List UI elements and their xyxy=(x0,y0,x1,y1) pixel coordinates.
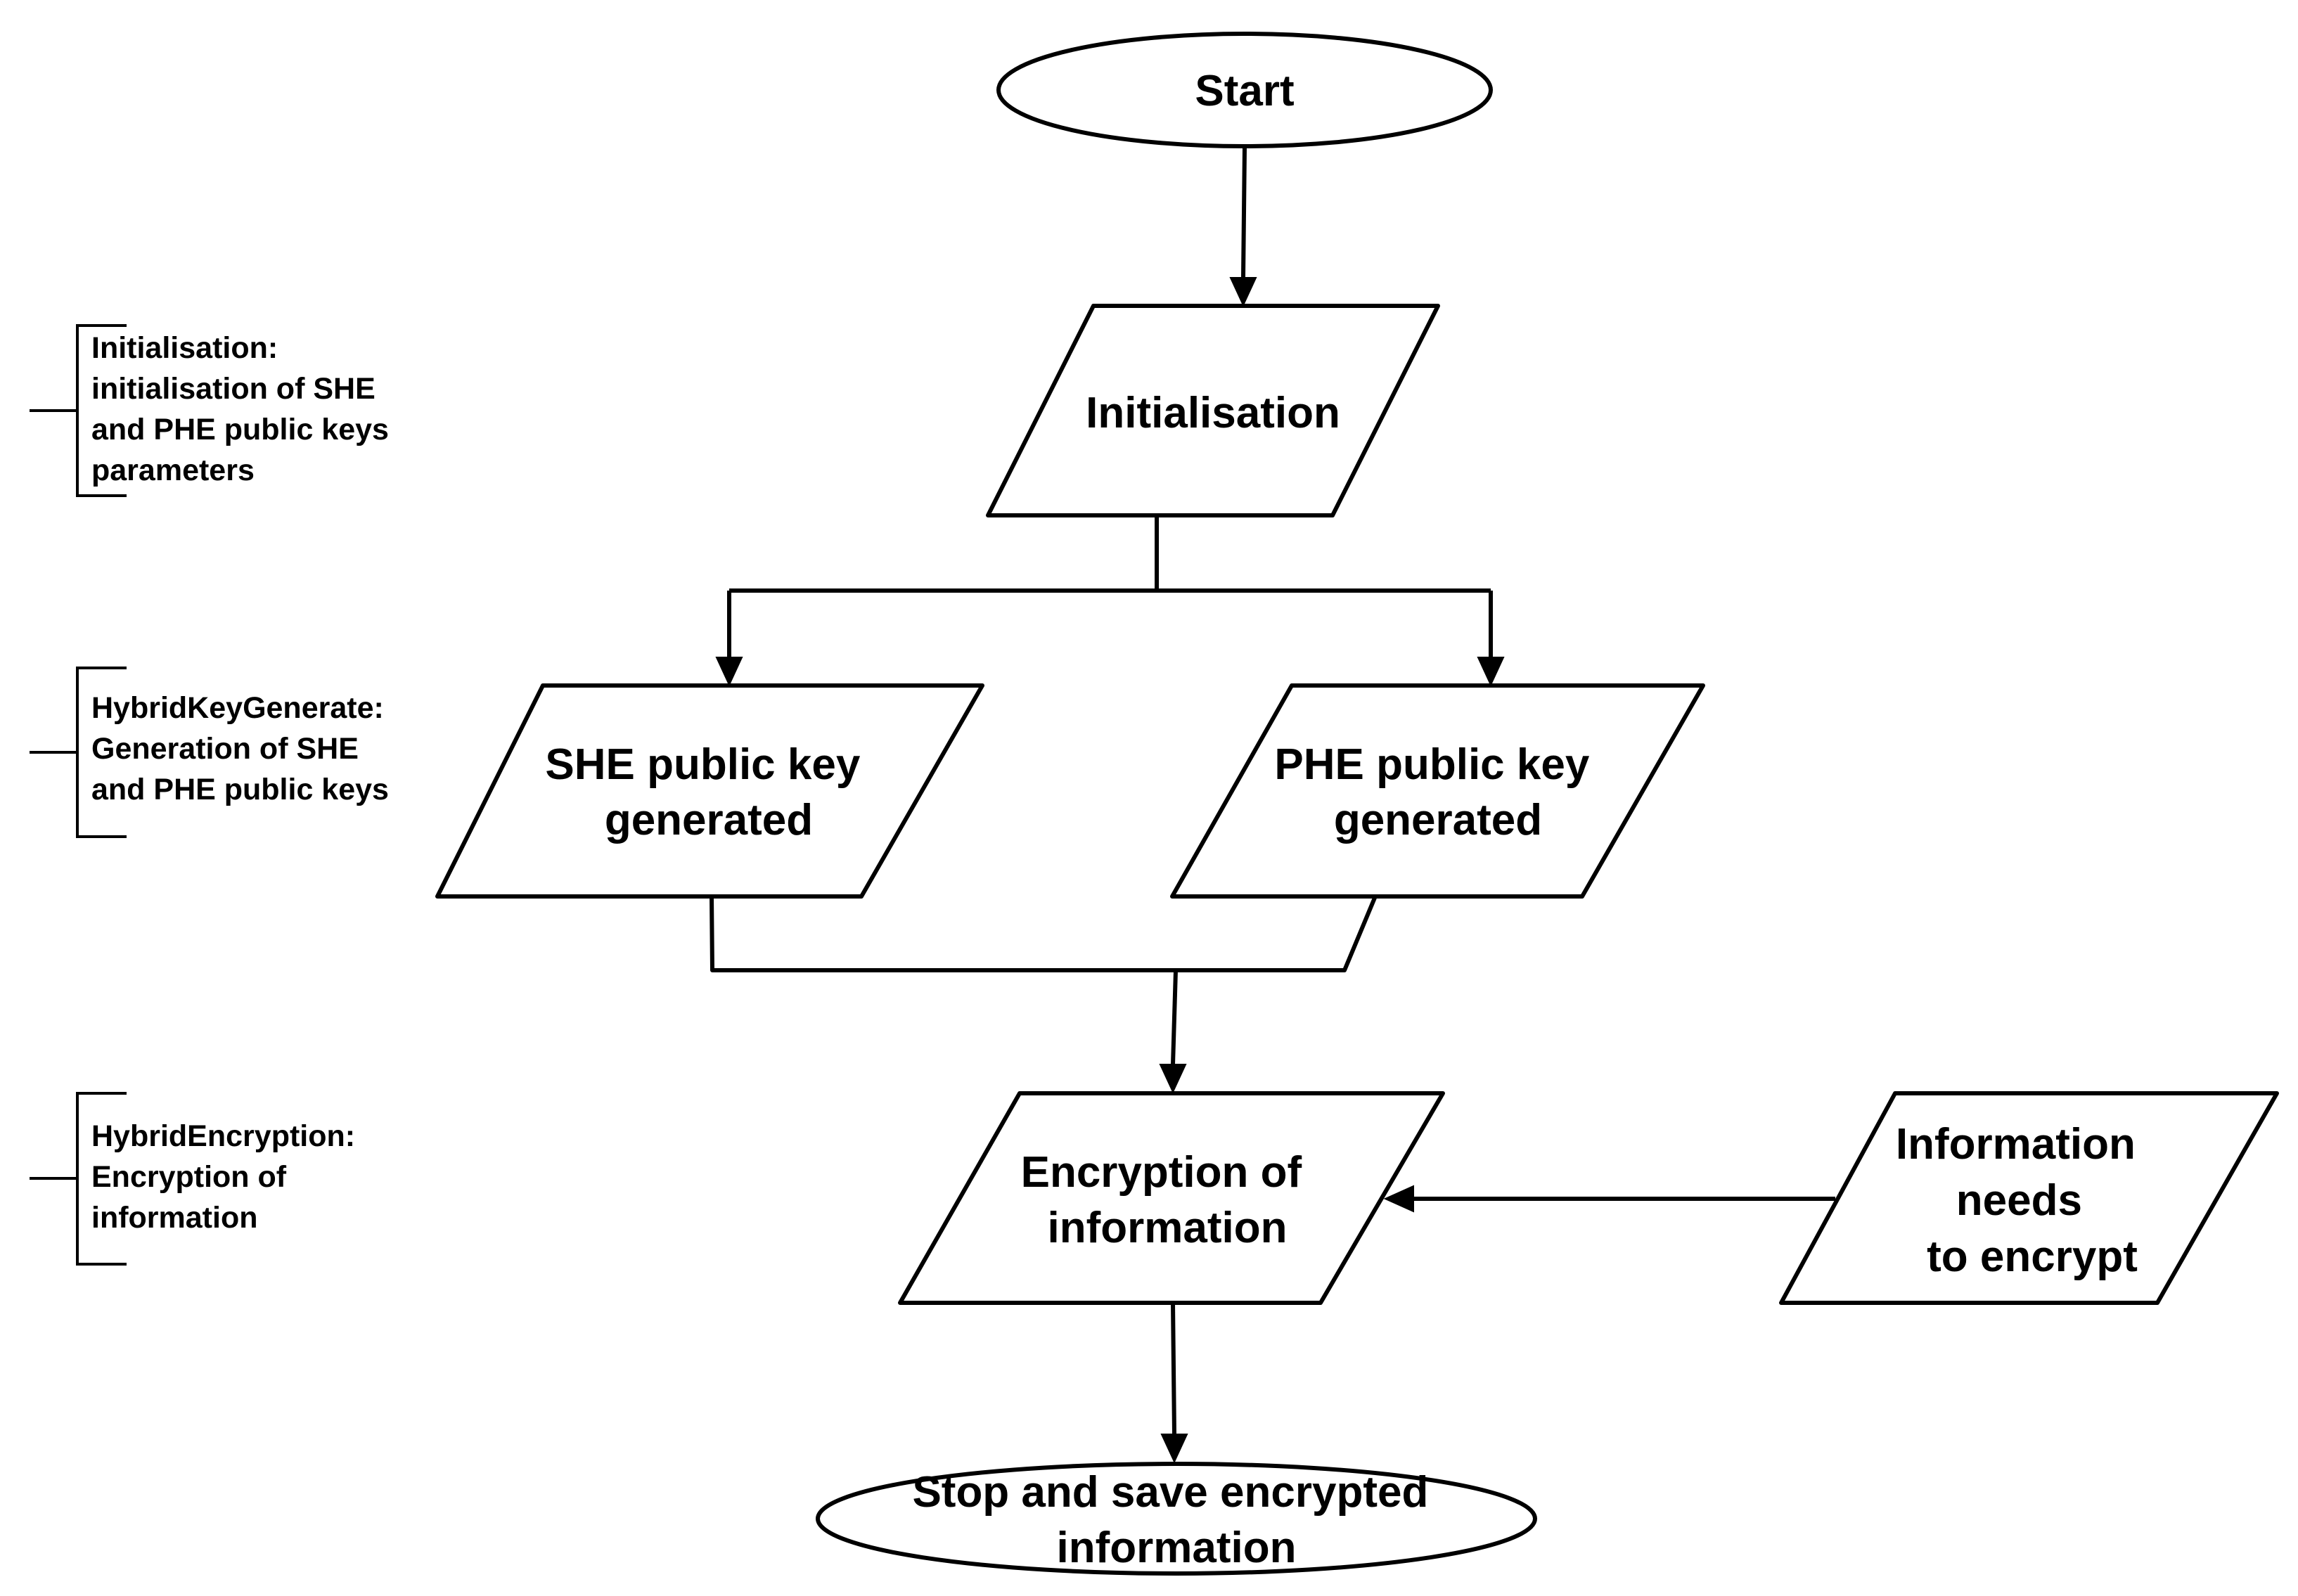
annotation-initialisation-text: Initialisation: initialisation of SHE an… xyxy=(91,331,397,487)
io-shape-information xyxy=(1779,1091,2279,1305)
annotation-encryption: HybridEncryption: Encryption of informat… xyxy=(30,1092,364,1266)
arrowhead-init xyxy=(1229,277,1257,307)
node-stop-label: Stop and save encrypted information xyxy=(912,1468,1440,1572)
io-shape-she-key xyxy=(435,683,984,899)
edge-merge xyxy=(710,896,1377,972)
annotation-keygen: HybridKeyGenerate: Generation of SHE and… xyxy=(30,667,392,838)
arrowhead-stop xyxy=(1160,1434,1188,1464)
arrowhead-she xyxy=(715,657,743,687)
node-information-label: Information needs to encrypt xyxy=(1896,1120,2148,1281)
io-shape-encryption xyxy=(898,1091,1445,1305)
annotation-initialisation: Initialisation: initialisation of SHE an… xyxy=(30,324,397,497)
node-information: Information needs to encrypt xyxy=(1779,1091,2279,1305)
terminal-shape-start xyxy=(996,32,1493,148)
annotation-bracket-encryption xyxy=(30,1092,127,1266)
annotation-bracket-initialisation xyxy=(30,324,127,497)
arrowhead-encrypt xyxy=(1159,1064,1187,1094)
node-start: Start xyxy=(996,32,1493,148)
edge-start-to-init xyxy=(1241,147,1247,278)
io-shape-initialisation xyxy=(986,304,1440,517)
node-she-key-label: SHE public key generated xyxy=(545,740,872,844)
edge-merge-to-encrypt xyxy=(1171,970,1178,1065)
arrowhead-info xyxy=(1383,1185,1414,1213)
annotation-keygen-text: HybridKeyGenerate: Generation of SHE and… xyxy=(91,691,392,806)
arrowhead-phe xyxy=(1477,657,1505,687)
node-phe-key-label: PHE public key generated xyxy=(1274,740,1601,844)
io-shape-phe-key xyxy=(1170,683,1705,899)
node-stop: Stop and save encrypted information xyxy=(816,1462,1537,1576)
edge-init-split xyxy=(729,515,1491,593)
connectors xyxy=(710,147,1835,1464)
node-encryption: Encryption of information xyxy=(898,1091,1445,1305)
node-start-label: Start xyxy=(1195,67,1294,115)
annotation-bracket-keygen xyxy=(30,667,127,838)
annotation-encryption-text: HybridEncryption: Encryption of informat… xyxy=(91,1119,364,1235)
edge-encrypt-to-stop xyxy=(1171,1302,1176,1435)
node-phe-key: PHE public key generated xyxy=(1170,683,1705,899)
node-initialisation-label: Initialisation xyxy=(1086,389,1340,437)
node-she-key: SHE public key generated xyxy=(435,683,984,899)
node-initialisation: Initialisation xyxy=(986,304,1440,517)
terminal-shape-stop xyxy=(816,1462,1537,1576)
node-encryption-label: Encryption of information xyxy=(1021,1148,1314,1252)
